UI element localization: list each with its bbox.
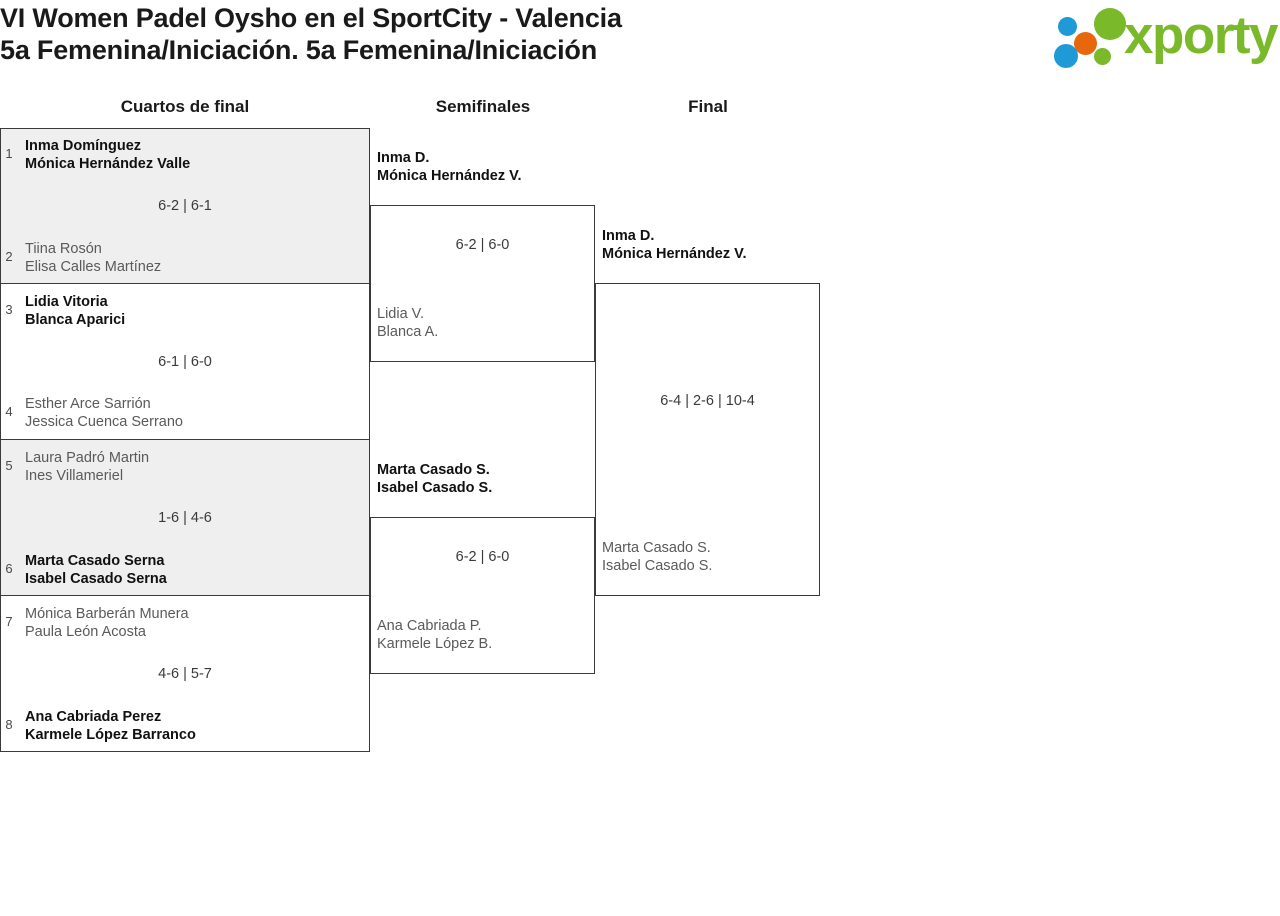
logo-dots-icon (1052, 6, 1130, 68)
entrant-final-top[interactable]: Inma D. Mónica Hernández V. (602, 227, 747, 263)
logo-dot-blue-bottom (1054, 44, 1078, 68)
entrant-sf1-top[interactable]: Inma D. Mónica Hernández V. (377, 149, 522, 185)
seed-number: 4 (5, 404, 13, 419)
entrant-line-2: Isabel Casado S. (602, 558, 713, 574)
entrant-qf4-bottom[interactable]: Ana Cabriada Perez Karmele López Barranc… (25, 708, 196, 744)
page-title: VI Women Padel Oysho en el SportCity - V… (0, 2, 1000, 66)
seed-number: 8 (5, 717, 13, 732)
entrant-sf1-bottom[interactable]: Lidia V. Blanca A. (377, 305, 438, 341)
seed-number: 6 (5, 561, 13, 576)
match-box-qf-1[interactable] (0, 128, 370, 284)
entrant-qf3-top[interactable]: Laura Padró Martin Ines Villameriel (25, 449, 149, 485)
entrant-line-2: Karmele López Barranco (25, 727, 196, 743)
entrant-line-1: Marta Casado S. (377, 462, 490, 478)
entrant-qf1-bottom[interactable]: Tiina Rosón Elisa Calles Martínez (25, 240, 161, 276)
round-header-semifinals: Semifinales (435, 97, 531, 116)
entrant-sf2-top[interactable]: Marta Casado S. Isabel Casado S. (377, 461, 492, 497)
entrant-line-1: Lidia Vitoria (25, 294, 108, 310)
entrant-line-1: Marta Casado S. (602, 540, 711, 556)
entrant-line-2: Paula León Acosta (25, 624, 146, 640)
match-box-qf-3[interactable] (0, 439, 370, 596)
match-box-sf-1[interactable] (370, 205, 595, 362)
score-final: 6-4 | 2-6 | 10-4 (660, 393, 755, 409)
entrant-line-1: Inma Domínguez (25, 138, 142, 154)
entrant-line-2: Karmele López B. (377, 636, 493, 652)
entrant-line-2: Ines Villameriel (25, 468, 124, 484)
tournament-name: VI Women Padel Oysho en el SportCity - V… (0, 3, 622, 33)
entrant-line-1: Mónica Barberán Munera (25, 606, 189, 622)
logo-dot-green-large (1094, 8, 1126, 40)
match-box-final[interactable] (595, 283, 820, 596)
entrant-line-1: Tiina Rosón (25, 241, 102, 257)
match-box-sf-2[interactable] (370, 517, 595, 674)
entrant-qf1-top[interactable]: Inma Domínguez Mónica Hernández Valle (25, 137, 190, 173)
score-sf-2: 6-2 | 6-0 (455, 549, 510, 565)
logo-wordmark: xporty (1124, 6, 1278, 65)
entrant-line-2: Blanca Aparici (25, 312, 126, 328)
entrant-line-1: Esther Arce Sarrión (25, 396, 151, 412)
entrant-sf2-bottom[interactable]: Ana Cabriada P. Karmele López B. (377, 617, 492, 653)
round-header-final: Final (688, 97, 728, 116)
entrant-line-1: Ana Cabriada P. (377, 618, 482, 634)
entrant-line-2: Mónica Hernández V. (602, 246, 747, 262)
logo-dot-green-small (1094, 48, 1111, 65)
entrant-line-2: Jessica Cuenca Serrano (25, 414, 183, 430)
score-qf-1: 6-2 | 6-1 (158, 198, 212, 214)
match-box-qf-2[interactable] (0, 283, 370, 440)
entrant-line-2: Elisa Calles Martínez (25, 259, 162, 275)
entrant-qf4-top[interactable]: Mónica Barberán Munera Paula León Acosta (25, 605, 189, 641)
entrant-line-2: Mónica Hernández V. (377, 168, 522, 184)
logo-dot-blue-top (1058, 17, 1077, 36)
entrant-line-1: Ana Cabriada Perez (25, 709, 162, 725)
tournament-category: 5a Femenina/Iniciación. 5a Femenina/Inic… (0, 35, 598, 65)
entrant-line-1: Inma D. (377, 150, 430, 166)
entrant-line-1: Marta Casado Serna (25, 553, 165, 569)
match-box-qf-4[interactable] (0, 595, 370, 752)
entrant-qf3-bottom[interactable]: Marta Casado Serna Isabel Casado Serna (25, 552, 167, 588)
logo-dot-orange (1074, 32, 1097, 55)
seed-number: 3 (5, 302, 13, 317)
entrant-line-2: Mónica Hernández Valle (25, 156, 191, 172)
seed-number: 2 (5, 249, 13, 264)
entrant-qf2-top[interactable]: Lidia Vitoria Blanca Aparici (25, 293, 125, 329)
entrant-final-bottom[interactable]: Marta Casado S. Isabel Casado S. (602, 539, 712, 575)
entrant-line-2: Blanca A. (377, 324, 439, 340)
entrant-line-1: Lidia V. (377, 306, 425, 322)
xporty-logo[interactable]: xporty (1052, 6, 1278, 68)
round-header-quarterfinals: Cuartos de final (120, 97, 250, 116)
seed-number: 1 (5, 146, 13, 161)
seed-number: 7 (5, 614, 13, 629)
score-sf-1: 6-2 | 6-0 (455, 237, 510, 253)
score-qf-3: 1-6 | 4-6 (158, 510, 212, 526)
score-qf-2: 6-1 | 6-0 (158, 354, 212, 370)
score-qf-4: 4-6 | 5-7 (158, 666, 212, 682)
entrant-line-1: Laura Padró Martin (25, 450, 150, 466)
seed-number: 5 (5, 458, 13, 473)
entrant-qf2-bottom[interactable]: Esther Arce Sarrión Jessica Cuenca Serra… (25, 395, 183, 431)
entrant-line-2: Isabel Casado S. (377, 480, 493, 496)
entrant-line-1: Inma D. (602, 228, 655, 244)
entrant-line-2: Isabel Casado Serna (25, 571, 167, 587)
